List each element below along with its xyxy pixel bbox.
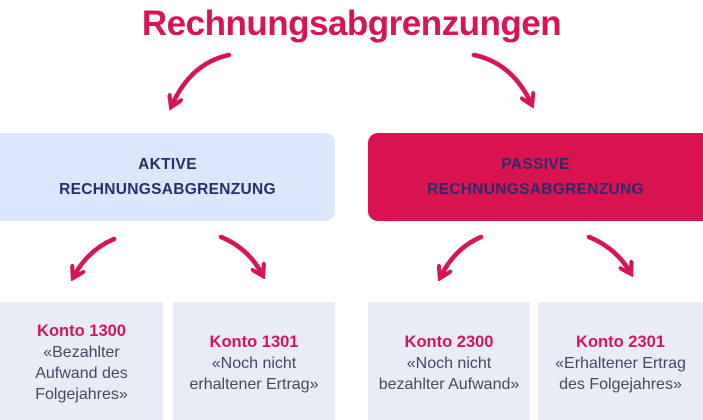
account-description: «Erhaltener Ertrag des Folgejahres» <box>555 354 686 393</box>
account-box-1301: Konto 1301 «Noch nicht erhaltener Ertrag… <box>173 302 335 420</box>
page-title: Rechnungsabgrenzungen <box>141 4 562 43</box>
passive-accrual-label-line1: PASSIVE <box>501 156 570 173</box>
account-number: Konto 1300 <box>37 322 126 340</box>
account-box-1300: Konto 1300 «Bezahlter Aufwand des Folgej… <box>0 302 163 420</box>
account-number: Konto 2300 <box>404 332 494 351</box>
active-accrual-box: AKTIVE RECHNUNGSABGRENZUNG <box>0 133 335 221</box>
passive-accrual-label-line2: RECHNUNGSABGRENZUNG <box>427 181 644 198</box>
arrow-title-to-passive-icon <box>471 52 531 103</box>
account-description: «Noch nicht erhaltener Ertrag» <box>189 354 319 393</box>
arrow-active-to-1300-icon <box>74 236 117 276</box>
account-description: «Bezahlter Aufwand des Folgejahres» <box>35 344 128 403</box>
account-description: «Noch nicht bezahlter Aufwand» <box>378 354 520 393</box>
active-accrual-label-line2: RECHNUNGSABGRENZUNG <box>59 181 276 198</box>
account-box-2301: Konto 2301 «Erhaltener Ertrag des Folgej… <box>538 302 703 420</box>
arrow-title-to-active-icon <box>172 52 232 105</box>
passive-accrual-box: PASSIVE RECHNUNGSABGRENZUNG <box>368 133 703 221</box>
account-box-2300: Konto 2300 «Noch nicht bezahlter Aufwand… <box>368 302 530 420</box>
active-accrual-label-line1: AKTIVE <box>138 156 197 173</box>
arrow-active-to-1301-icon <box>218 234 262 274</box>
account-number: Konto 1301 <box>209 332 299 351</box>
arrow-passive-to-2301-icon <box>586 234 630 272</box>
account-number: Konto 2301 <box>576 332 665 351</box>
arrow-passive-to-2300-icon <box>441 234 484 276</box>
